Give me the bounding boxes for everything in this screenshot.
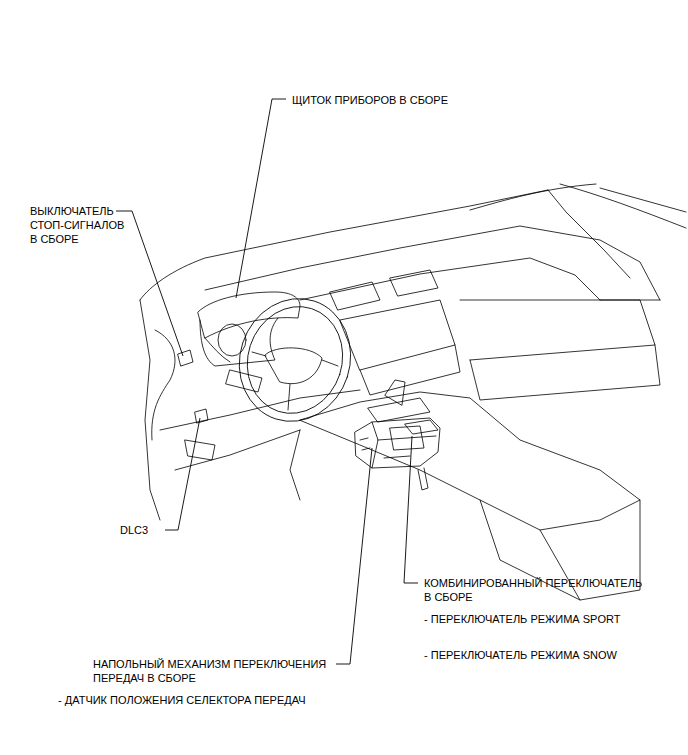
sub-part-label: - ПЕРЕКЛЮЧАТЕЛЬ РЕЖИМА SPORT bbox=[424, 612, 620, 626]
part-label: ВЫКЛЮЧАТЕЛЬ СТОП-СИГНАЛОВ В СБОРЕ bbox=[30, 204, 124, 246]
floor-line bbox=[290, 430, 300, 500]
steering-column bbox=[226, 370, 262, 392]
part-label: ЩИТОК ПРИБОРОВ В СБОРЕ bbox=[292, 93, 448, 107]
dashboard-line bbox=[300, 258, 600, 300]
leader-line bbox=[336, 448, 372, 664]
door-line bbox=[140, 300, 160, 520]
leader-line bbox=[116, 211, 183, 356]
part-label: НАПОЛЬНЫЙ МЕХАНИЗМ ПЕРЕКЛЮЧЕНИЯ ПЕРЕДАЧ … bbox=[93, 657, 326, 685]
sub-part-label: - ДАТЧИК ПОЛОЖЕНИЯ СЕЛЕКТОРА ПЕРЕДАЧ bbox=[58, 693, 306, 707]
pillar-line bbox=[548, 190, 630, 278]
leader-line bbox=[165, 418, 200, 530]
dashboard-line bbox=[600, 300, 660, 301]
leader-line bbox=[404, 436, 418, 583]
leader-line bbox=[236, 99, 286, 298]
shift-bracket bbox=[418, 468, 428, 490]
dlc3-connector bbox=[195, 409, 208, 423]
steering-spoke bbox=[252, 352, 338, 410]
door-line bbox=[185, 440, 215, 460]
gauge bbox=[218, 324, 246, 356]
shift-assembly bbox=[355, 418, 440, 468]
brake-switch bbox=[178, 350, 193, 366]
pillar-line bbox=[600, 188, 686, 212]
sub-part-label: - ПЕРЕКЛЮЧАТЕЛЬ РЕЖИМА SNOW bbox=[424, 648, 617, 662]
dashboard-line bbox=[205, 226, 660, 300]
part-label: КОМБИНИРОВАННЫЙ ПЕРЕКЛЮЧАТЕЛЬ В СБОРЕ bbox=[424, 576, 642, 604]
shift-assembly bbox=[360, 438, 410, 458]
shift-assembly bbox=[372, 422, 436, 468]
cluster-housing bbox=[198, 292, 300, 338]
console-line bbox=[540, 530, 580, 600]
steering-wheel bbox=[234, 294, 357, 426]
door-line bbox=[152, 330, 175, 440]
center-panel bbox=[340, 300, 455, 370]
glovebox-line bbox=[460, 300, 655, 360]
windshield-line bbox=[470, 184, 596, 210]
cluster-face bbox=[205, 338, 230, 362]
windshield-line bbox=[140, 190, 548, 300]
vent-outline bbox=[330, 282, 380, 310]
glovebox-line bbox=[470, 345, 660, 400]
lower-dash-line bbox=[160, 390, 360, 430]
connector-label: DLC3 bbox=[120, 523, 148, 537]
steering-wheel bbox=[224, 284, 367, 436]
shift-assembly bbox=[390, 426, 424, 450]
pillar-line bbox=[560, 184, 686, 228]
center-panel bbox=[360, 345, 460, 395]
steering-hub bbox=[265, 348, 322, 384]
combination-switch bbox=[405, 420, 438, 434]
vent-outline bbox=[390, 270, 438, 296]
console-line bbox=[300, 392, 640, 530]
